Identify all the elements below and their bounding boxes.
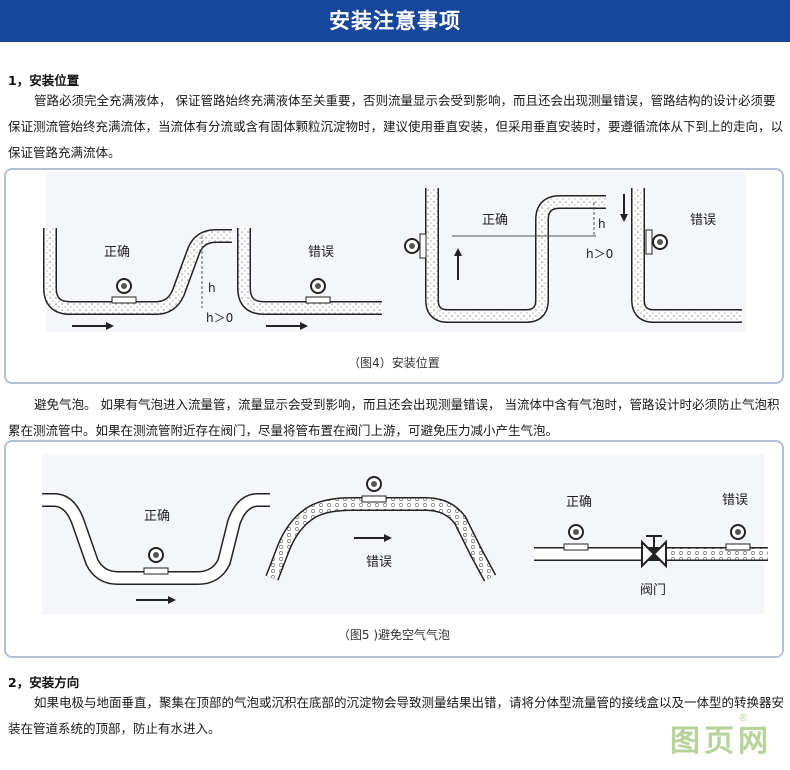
diagram-correct-vertical-upflow: 正确 h h＞0	[404, 188, 613, 323]
label-wrong: 错误	[308, 245, 334, 260]
diagram-correct-u-pipe: 正确 h h＞0	[43, 228, 233, 330]
watermark-logo: 图页网	[670, 724, 772, 759]
section-1-title: 1，安装位置	[8, 73, 80, 88]
flow-arrow-up-icon	[454, 248, 462, 256]
figure-5-diagram: 正确 错误	[42, 454, 768, 614]
section-1-paragraph: 管路必须完全充满液体， 保证管路始终充满液体至关重要，否则流量显示会受到影响，而…	[8, 93, 784, 160]
section-1-paragraph-bubbles: 避免气泡。 如果有气泡进入流量管，流量显示会受到影响，而且还会出现测量错误， 当…	[8, 397, 780, 438]
flow-arrow-down-icon	[620, 214, 628, 222]
label-correct: 正确	[566, 495, 592, 510]
flowmeter-icon	[305, 278, 331, 304]
flow-arrow-icon	[384, 534, 392, 542]
section-2-title: 2，安装方向	[8, 675, 80, 690]
flowmeter-icon	[361, 476, 387, 503]
label-h-gt-0: h＞0	[206, 311, 233, 325]
valve-icon	[641, 535, 667, 569]
figure-4-installation-position: 正确 h h＞0 错误	[4, 168, 784, 384]
flowmeter-icon	[563, 524, 589, 551]
flow-arrow-icon	[300, 322, 308, 330]
label-wrong: 错误	[366, 555, 392, 570]
figure-5-caption: （图5 )避免空气气泡	[337, 628, 451, 642]
page-title-banner: 安装注意事项	[0, 0, 790, 42]
label-h: h	[208, 281, 216, 295]
flowmeter-icon	[404, 233, 427, 259]
diagram-wrong-upper-section: 错误	[265, 476, 497, 582]
page-title: 安装注意事项	[329, 9, 461, 33]
label-correct: 正确	[482, 213, 508, 228]
flow-arrow-icon	[106, 322, 114, 330]
label-correct: 正确	[104, 245, 130, 260]
flowmeter-icon	[725, 524, 751, 551]
label-h-gt-0: h＞0	[586, 247, 613, 261]
label-valve: 阀门	[640, 583, 666, 598]
flowmeter-icon	[111, 278, 137, 304]
diagram-wrong-high-point: 错误	[237, 228, 382, 330]
label-wrong: 错误	[690, 213, 716, 228]
figure-5-avoid-air-bubbles: 正确 错误	[4, 440, 784, 658]
diagram-correct-lower-section: 正确	[42, 493, 270, 604]
flow-arrow-icon	[168, 596, 176, 604]
label-correct: 正确	[144, 509, 170, 524]
watermark-registered-mark: ®	[738, 713, 748, 724]
label-wrong: 错误	[722, 493, 748, 508]
figure-4-diagram: 正确 h h＞0 错误	[43, 172, 746, 332]
diagram-valve-placement: 正确 错误 阀门	[534, 493, 768, 598]
figure-4-caption: （图4）安装位置	[348, 356, 440, 370]
section-2-paragraph: 如果电极与地面垂直，聚集在顶部的气泡或沉积在底部的沉淀物会导致测量结果出错，请将…	[8, 695, 785, 736]
flowmeter-icon	[143, 547, 169, 575]
flowmeter-icon	[645, 229, 668, 255]
diagram-wrong-vertical-downflow: 错误	[620, 188, 742, 323]
label-h: h	[598, 217, 606, 231]
